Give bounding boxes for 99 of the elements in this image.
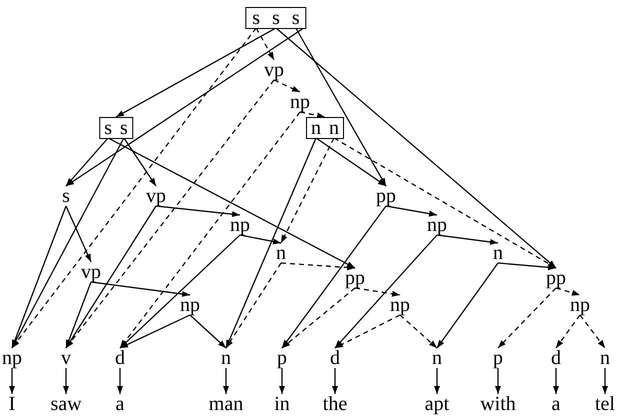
- dashed-arrow: [556, 287, 580, 296]
- arrow: [123, 138, 156, 186]
- dashed-arrow: [300, 111, 326, 118]
- arrow: [436, 262, 498, 348]
- category-label: n: [600, 348, 610, 368]
- category-label: d: [330, 348, 340, 368]
- category-label: np: [390, 295, 410, 315]
- arrow: [295, 28, 387, 186]
- category-label: np: [230, 215, 250, 235]
- category-label: n: [276, 243, 286, 263]
- packed-node-box: [306, 117, 344, 139]
- dashed-arrow: [400, 314, 438, 348]
- category-label: np: [2, 348, 22, 368]
- dashed-arrow: [580, 314, 606, 348]
- dashed-arrow: [120, 112, 300, 348]
- arrow: [498, 262, 556, 270]
- dashed-arrow: [556, 314, 580, 348]
- category-label: pp: [546, 268, 566, 288]
- dashed-arrow: [12, 28, 257, 348]
- category-label: np: [427, 215, 447, 235]
- arrow: [334, 234, 438, 348]
- word: with: [480, 394, 516, 414]
- category-label: vp: [264, 60, 284, 80]
- arrow: [9, 368, 15, 394]
- arrow: [120, 314, 190, 349]
- arrow: [11, 206, 67, 348]
- arrow: [117, 368, 123, 394]
- word: man: [208, 394, 244, 414]
- arrow: [116, 27, 276, 118]
- arrow: [282, 206, 386, 348]
- arrow: [63, 368, 69, 394]
- arrow: [225, 138, 317, 348]
- category-label: n: [221, 348, 231, 368]
- category-label: v: [61, 348, 71, 368]
- word: I: [8, 394, 16, 414]
- arrow: [120, 234, 240, 348]
- arrow: [108, 137, 356, 269]
- arrow: [66, 28, 304, 186]
- arrow: [276, 28, 556, 268]
- arrow: [602, 368, 608, 394]
- category-label: d: [115, 348, 125, 368]
- category-label: s: [62, 186, 70, 206]
- arrow: [240, 234, 282, 244]
- word: a: [116, 394, 124, 414]
- category-label: n: [325, 118, 343, 138]
- dashed-arrow: [226, 262, 282, 348]
- category-label: np: [180, 295, 200, 315]
- category-label: s: [246, 8, 266, 28]
- arrow: [156, 205, 240, 218]
- arrow: [190, 314, 226, 348]
- dashed-arrow: [498, 288, 556, 348]
- arrow: [279, 368, 285, 394]
- arrow: [11, 138, 124, 348]
- category-label: s: [116, 118, 132, 138]
- dashed-arrow: [280, 262, 356, 270]
- category-label: d: [551, 348, 561, 368]
- category-label: s: [100, 118, 116, 138]
- arrow: [434, 368, 440, 394]
- arrow: [65, 282, 92, 348]
- category-label: np: [290, 92, 310, 112]
- arrow: [65, 206, 92, 262]
- dashed-arrow: [334, 314, 400, 349]
- category-label: s: [286, 8, 306, 28]
- word: the: [322, 394, 348, 414]
- category-label: vp: [81, 262, 101, 282]
- arrow: [495, 368, 501, 394]
- arrow: [332, 368, 338, 394]
- word: apt: [424, 394, 450, 414]
- dashed-arrow: [66, 80, 274, 348]
- category-label: n: [432, 348, 442, 368]
- category-label: s: [266, 8, 286, 28]
- word: a: [552, 394, 560, 414]
- dashed-arrow: [334, 137, 556, 269]
- category-label: p: [493, 348, 503, 368]
- dashed-arrow: [282, 288, 356, 348]
- arrow: [66, 138, 109, 186]
- category-label: n: [493, 243, 503, 263]
- dashed-arrow: [354, 287, 400, 297]
- arrow: [316, 138, 386, 186]
- packed-node-box: [99, 117, 133, 139]
- word: tel: [595, 394, 615, 414]
- arrow: [66, 206, 156, 348]
- category-label: pp: [345, 268, 365, 288]
- word: in: [274, 394, 290, 414]
- category-label: vp: [146, 186, 166, 206]
- category-label: p: [277, 348, 287, 368]
- dashed-arrow: [256, 28, 275, 60]
- arrow: [553, 368, 559, 394]
- word: saw: [50, 394, 82, 414]
- packed-node-box: [245, 7, 307, 29]
- dashed-arrow: [280, 138, 335, 244]
- arrow: [386, 205, 438, 217]
- arrow: [436, 234, 498, 245]
- category-label: pp: [376, 186, 396, 206]
- category-label: n: [307, 118, 325, 138]
- dashed-arrow: [274, 79, 300, 93]
- category-label: np: [570, 295, 590, 315]
- arrow: [223, 368, 229, 394]
- arrow: [90, 281, 190, 297]
